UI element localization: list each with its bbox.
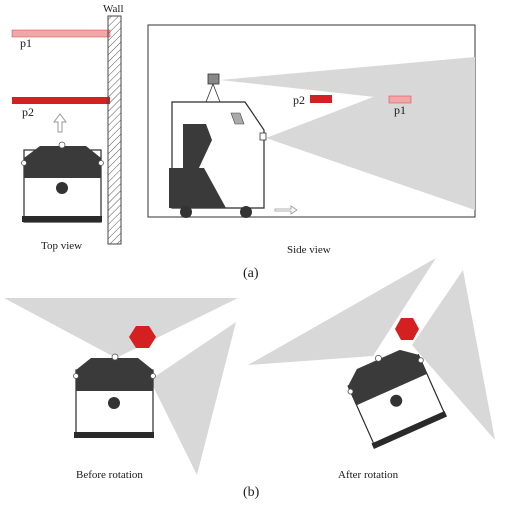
before-sensor-cone-right [150, 322, 236, 475]
after-rotation-panel: After rotation [248, 258, 495, 481]
side-view-p1-label: p1 [394, 103, 406, 117]
wall [107, 15, 122, 245]
after-sensor-cone-left [248, 258, 436, 365]
after-rotation-caption: After rotation [338, 469, 399, 481]
top-view-caption: Top view [41, 240, 82, 252]
robot-top-view [21, 141, 104, 223]
lower-sensor-cone [266, 58, 475, 210]
motion-arrow-icon [274, 205, 298, 215]
side-view-p2-label: p2 [293, 93, 305, 107]
side-view-caption: Side view [287, 244, 331, 256]
wall-label: Wall [103, 3, 124, 15]
p2-marker-bar [12, 97, 110, 104]
robot-before-rotation [73, 353, 156, 438]
panel-b-label: (b) [243, 485, 260, 500]
top-view-p2-label: p2 [22, 105, 34, 119]
robot-side-view [169, 73, 267, 218]
before-rotation-caption: Before rotation [76, 469, 143, 481]
robot-after-rotation [347, 349, 447, 449]
after-obstacle-hexagon [395, 318, 419, 340]
before-obstacle-hexagon [129, 326, 156, 348]
before-sensor-cone-left [4, 298, 238, 358]
after-sensor-cone-right [412, 270, 495, 440]
top-view-p1-label: p1 [20, 36, 32, 50]
forward-arrow-icon [53, 113, 67, 133]
panel-a-label: (a) [243, 266, 259, 281]
before-rotation-panel: Before rotation [4, 298, 238, 481]
side-p1-marker [388, 95, 412, 104]
top-view-panel: p1 p2 Wall Top view [11, 3, 124, 252]
side-p2-marker [310, 95, 332, 103]
side-view-panel: p2 p1 Side view [147, 24, 476, 256]
